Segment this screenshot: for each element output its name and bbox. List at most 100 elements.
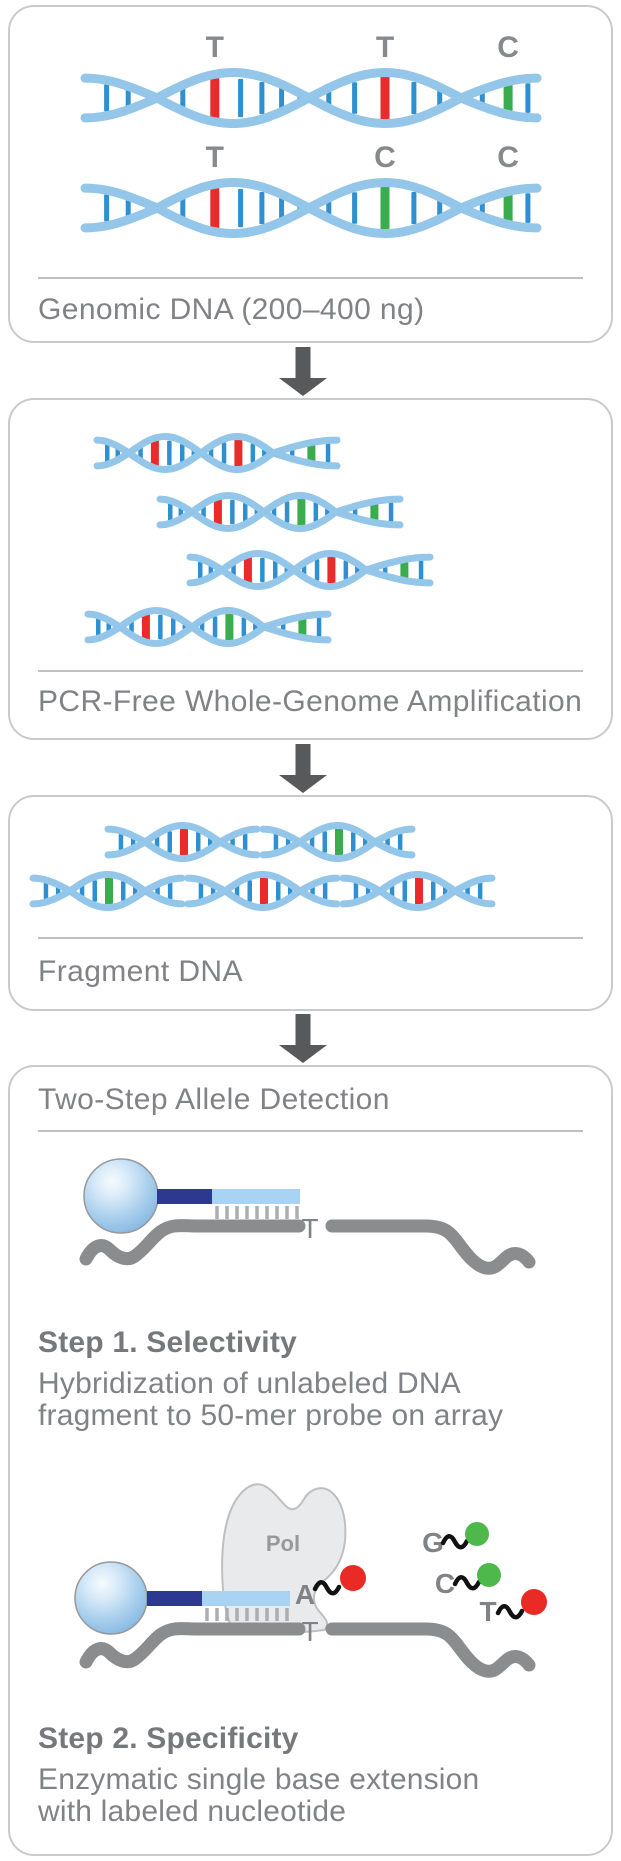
divider-panel3: [38, 937, 583, 939]
caption-wga: PCR-Free Whole-Genome Amplification: [38, 685, 583, 718]
base-bar: [167, 882, 173, 900]
base-bar: [212, 616, 218, 638]
dna-helix: [184, 871, 341, 911]
dye-red-icon: [340, 1565, 366, 1591]
helix-strand: [184, 871, 341, 908]
base-bar: [325, 443, 331, 463]
helix-strand: [80, 178, 542, 239]
dna-helix: [84, 606, 332, 648]
snp-bar: [260, 875, 268, 907]
base-bar: [309, 836, 315, 849]
base-bar: [260, 557, 265, 583]
base-bar: [221, 442, 227, 464]
dna-helix: [93, 432, 341, 474]
helix-strand: [259, 825, 416, 862]
base-bar: [230, 499, 235, 525]
base-bar: [352, 82, 358, 114]
helix-strand: [80, 68, 542, 129]
nucleotide-t-label: T: [479, 1596, 496, 1627]
base-bar: [238, 188, 244, 228]
helix-strand: [156, 491, 404, 533]
linker-squiggle-icon: [495, 1604, 525, 1620]
base-bar: [411, 192, 417, 225]
helix-strand: [104, 825, 261, 862]
base-bar: [351, 832, 356, 852]
pol-label: Pol: [266, 1531, 300, 1556]
allele-label: C: [497, 141, 519, 174]
hybridization-ticks-icon: [215, 1206, 299, 1219]
base-bar: [43, 882, 49, 900]
base-bar: [273, 560, 278, 580]
step2-line2: with labeled nucleotide: [38, 1795, 347, 1828]
base-bar: [158, 614, 163, 640]
base-bar: [279, 197, 285, 219]
snp-bar: [243, 555, 252, 585]
step1-line2: fragment to 50-mer probe on array: [38, 1399, 504, 1432]
snp-bar: [503, 192, 513, 224]
base-bar: [322, 831, 327, 853]
base-bar: [171, 617, 176, 637]
base-bar: [343, 560, 349, 580]
dna-helix: [104, 822, 261, 862]
bead-icon: [83, 1158, 159, 1234]
step2-heading: Step 2. Specificity: [38, 1722, 299, 1755]
base-bar: [525, 193, 531, 223]
snp-bar: [210, 75, 220, 121]
snp-bar: [298, 616, 307, 638]
base-bar: [121, 881, 126, 901]
helix-strand: [104, 822, 261, 859]
snp-bar: [105, 875, 113, 907]
step2-line1: Enzymatic single base extension: [38, 1763, 480, 1796]
base-bar: [105, 444, 110, 462]
snp-bar: [225, 611, 234, 643]
base-bar: [250, 443, 256, 463]
linker-squiggle-icon: [440, 1534, 470, 1550]
base-bar: [477, 882, 483, 900]
dna-helix: [259, 822, 416, 862]
base-bar: [326, 90, 332, 106]
base-bar: [125, 199, 131, 217]
divider-panel2: [38, 670, 583, 672]
allele-label: T: [206, 31, 224, 64]
base-bar: [168, 503, 173, 521]
snp-bar: [210, 185, 220, 231]
dna-helix: [339, 871, 496, 911]
snp-bar: [297, 496, 306, 528]
base-bar: [167, 440, 172, 466]
snp-bar: [415, 875, 423, 907]
probe-adapter: [147, 1591, 202, 1606]
snp-bar: [503, 82, 513, 114]
base-bar: [353, 882, 359, 900]
allele-label: C: [497, 31, 519, 64]
caption-fragment-dna: Fragment DNA: [38, 955, 243, 988]
base-bar: [314, 559, 320, 581]
linker-squiggle-icon: [312, 1580, 342, 1596]
allele-label: T: [376, 31, 394, 64]
base-bar: [243, 502, 248, 522]
base-bar: [234, 885, 240, 898]
allele-label: C: [374, 141, 396, 174]
base-bar: [279, 87, 285, 109]
base-bar: [397, 833, 403, 851]
base-bar: [241, 617, 247, 637]
linker-squiggle-icon: [452, 1575, 482, 1591]
dna-fragment-line: [79, 1622, 536, 1678]
base-bar: [276, 881, 281, 901]
base-bar: [92, 880, 97, 902]
incorporated-base: A: [295, 1579, 315, 1610]
base-bar: [180, 198, 186, 218]
base-bar: [437, 89, 443, 107]
helix-strand: [339, 874, 496, 911]
snp-bar: [150, 438, 159, 468]
down-arrow: [279, 1014, 327, 1063]
snp-bar: [335, 826, 343, 858]
helix-strand: [84, 606, 332, 648]
snp-bar: [380, 73, 390, 123]
base-bar: [322, 882, 328, 900]
base-bar: [259, 82, 265, 115]
divider-panel1: [38, 277, 583, 279]
base-bar: [96, 618, 101, 636]
base-bar: [104, 84, 110, 112]
